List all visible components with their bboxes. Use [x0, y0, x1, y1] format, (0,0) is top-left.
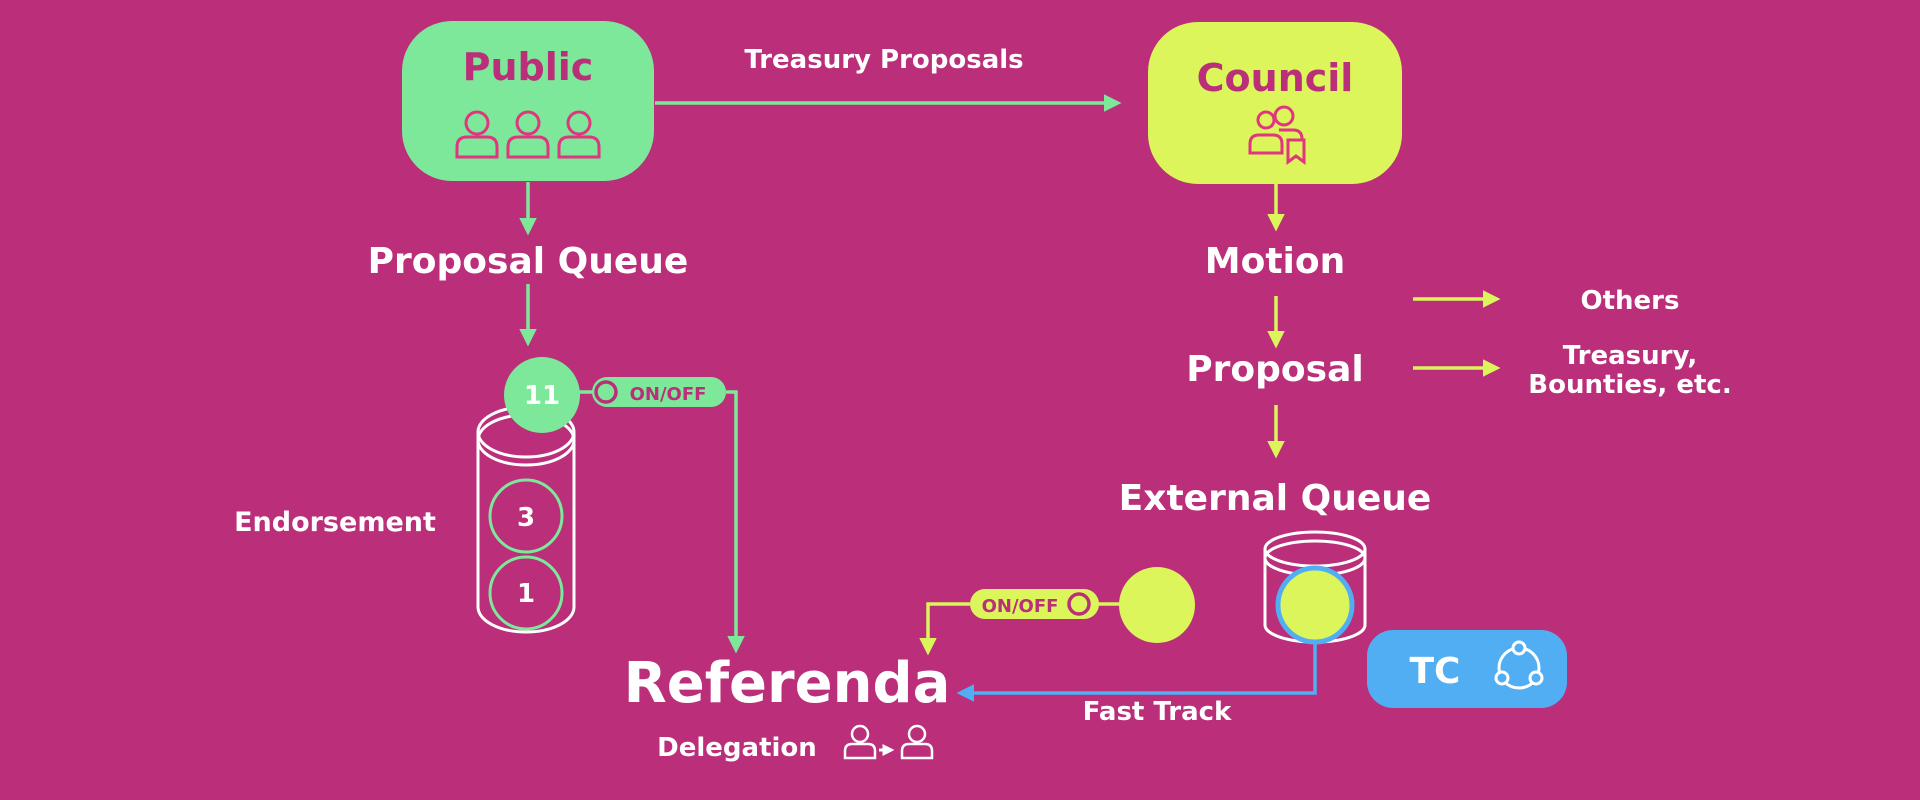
proposal-label: Proposal	[1186, 349, 1363, 390]
toggle-to-referenda-arrow	[726, 390, 745, 654]
external-proposal-dot	[1119, 567, 1195, 643]
delegation-label: Delegation	[657, 733, 817, 763]
public-toggle-label: ON/OFF	[630, 384, 707, 405]
council-node: Council	[1148, 22, 1402, 184]
three-people-icon	[455, 110, 601, 159]
tc-label: TC	[1410, 651, 1461, 692]
queue-top-value: 11	[524, 381, 560, 411]
endorsement-label: Endorsement	[234, 507, 436, 538]
treasury-proposals-label: Treasury Proposals	[744, 45, 1023, 75]
fast-track-arrow	[956, 643, 1317, 702]
network-triangle-icon	[1494, 640, 1544, 690]
tc-node: TC	[1367, 630, 1567, 708]
referenda-label: Referenda	[624, 651, 951, 716]
motion-label: Motion	[1205, 241, 1345, 282]
external-toggle-label: ON/OFF	[982, 596, 1059, 617]
council-members-icon	[1248, 105, 1306, 165]
external-on-off-toggle: ON/OFF	[970, 589, 1099, 619]
queue-item: 3	[488, 478, 564, 554]
fast-track-label: Fast Track	[1083, 697, 1232, 727]
public-node: Public	[402, 21, 654, 181]
public-on-off-toggle: ON/OFF	[592, 377, 726, 407]
external-queue-item	[1275, 565, 1355, 645]
queue-item: 1	[488, 555, 564, 631]
public-label: Public	[463, 45, 594, 89]
treasury-line1: Treasury,	[1563, 341, 1698, 371]
external-queue-label: External Queue	[1119, 478, 1432, 519]
external-to-referenda-arrow	[919, 602, 970, 656]
queue-top-item: 11	[504, 357, 580, 433]
delegation-icon	[843, 724, 934, 760]
proposal-queue-label: Proposal Queue	[368, 241, 689, 282]
council-label: Council	[1197, 56, 1354, 100]
others-label: Others	[1581, 286, 1680, 316]
queue-item-value: 1	[517, 579, 535, 609]
treasury-line2: Bounties, etc.	[1528, 370, 1731, 400]
queue-item-value: 3	[517, 503, 535, 533]
